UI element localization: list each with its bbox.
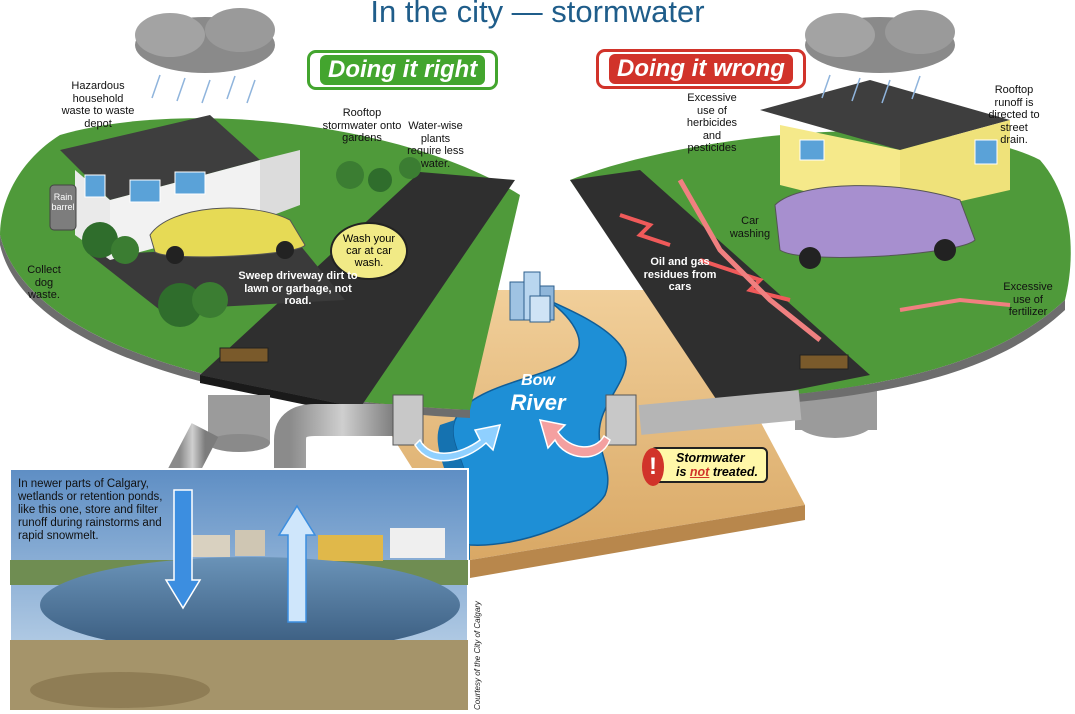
rooftop-gardens-label: Rooftop stormwater onto gardens (322, 107, 402, 145)
warning-line2: is not treated. (676, 465, 758, 479)
photo-caption: In newer parts of Calgary, wetlands or r… (18, 478, 176, 543)
exclamation-icon: ! (642, 448, 664, 486)
fertilizer-label: Excessive use of fertilizer (1000, 281, 1056, 319)
rooftop-runoff-label: Rooftop runoff is directed to street dra… (985, 84, 1043, 147)
hazardous-waste-label: Hazardous household waste to waste depot (58, 80, 138, 130)
doing-it-right-badge: Doing it right (307, 50, 498, 90)
left-rain-icon (152, 75, 255, 103)
car-washing-label: Car washing (725, 215, 775, 240)
photo-credit: Courtesy of the City of Calgary (473, 590, 482, 710)
river-label-line2: River (498, 390, 578, 416)
warning-line1: Stormwater (676, 451, 758, 465)
doing-it-wrong-label: Doing it wrong (609, 54, 793, 84)
city-buildings-icon (510, 272, 554, 322)
herbicides-label: Excessive use of herbicides and pesticid… (680, 92, 744, 155)
warning-treated: treated. (709, 465, 758, 479)
warning-not: not (690, 465, 709, 479)
river-label-line1: Bow (498, 372, 578, 390)
doing-it-wrong-badge: Doing it wrong (596, 49, 806, 89)
sweep-driveway-label: Sweep driveway dirt to lawn or garbage, … (233, 270, 363, 308)
page-title: In the city — stormwater (0, 0, 1075, 30)
collect-dog-waste-label: Collect dog waste. (22, 264, 66, 302)
rain-barrel-label: Rain barrel (48, 192, 78, 212)
warning-is: is (676, 465, 690, 479)
stormwater-warning: ! Stormwater is not treated. (650, 447, 768, 483)
river-label: Bow River (498, 372, 578, 416)
doing-it-right-label: Doing it right (320, 55, 485, 85)
water-wise-label: Water-wise plants require less water. (403, 120, 468, 170)
oil-gas-label: Oil and gas residues from cars (640, 256, 720, 294)
